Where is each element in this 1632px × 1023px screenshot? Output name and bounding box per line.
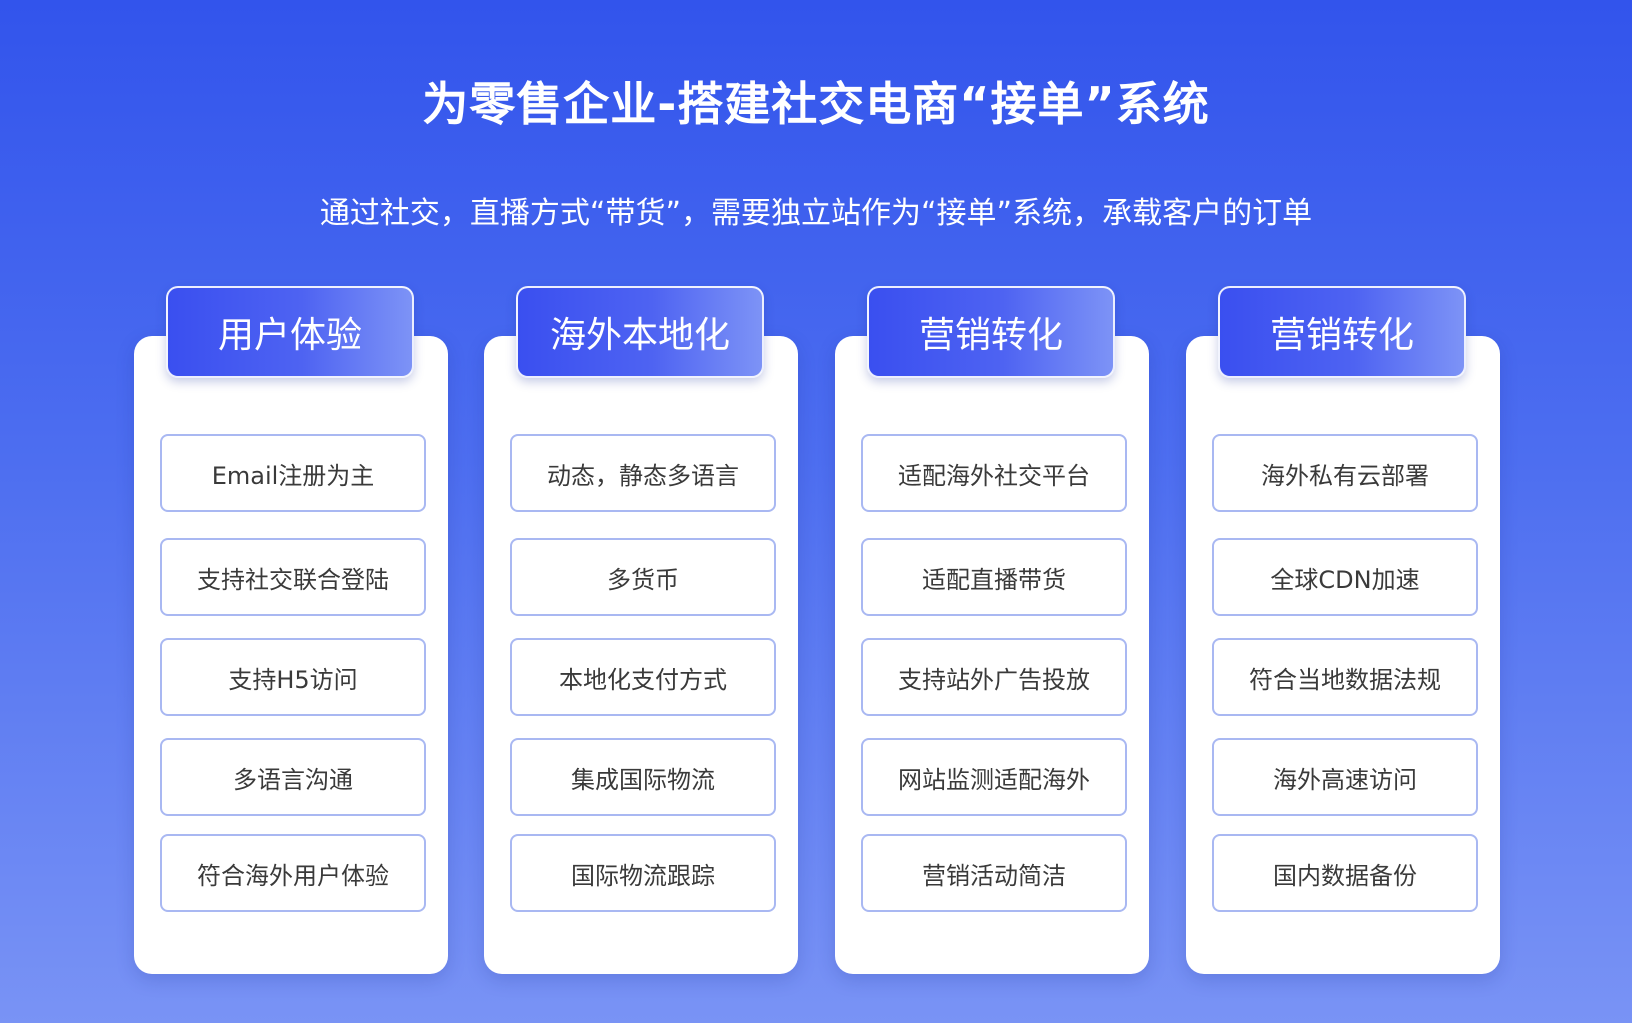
column-marketing: 营销转化 适配海外社交平台 适配直播带货 支持站外广告投放 网站监测适配海外 营… (835, 286, 1149, 974)
feature-item: 海外私有云部署 (1212, 434, 1478, 512)
column-marketing-2: 营销转化 海外私有云部署 全球CDN加速 符合当地数据法规 海外高速访问 国内数… (1186, 286, 1500, 974)
feature-item: 适配直播带货 (861, 538, 1127, 616)
feature-item: Email注册为主 (160, 434, 426, 512)
feature-item: 适配海外社交平台 (861, 434, 1127, 512)
feature-item: 支持社交联合登陆 (160, 538, 426, 616)
feature-item: 海外高速访问 (1212, 738, 1478, 816)
card-heading: 海外本地化 (516, 286, 764, 378)
feature-item: 符合海外用户体验 (160, 834, 426, 912)
column-user-experience: 用户体验 Email注册为主 支持社交联合登陆 支持H5访问 多语言沟通 符合海… (134, 286, 448, 974)
card-heading: 营销转化 (1218, 286, 1466, 378)
feature-card: 营销转化 适配海外社交平台 适配直播带货 支持站外广告投放 网站监测适配海外 营… (835, 286, 1149, 974)
feature-item: 国内数据备份 (1212, 834, 1478, 912)
feature-card: 海外本地化 动态，静态多语言 多货币 本地化支付方式 集成国际物流 国际物流跟踪 (484, 286, 798, 974)
column-localization: 海外本地化 动态，静态多语言 多货币 本地化支付方式 集成国际物流 国际物流跟踪 (484, 286, 798, 974)
feature-item: 全球CDN加速 (1212, 538, 1478, 616)
feature-item: 支持H5访问 (160, 638, 426, 716)
feature-item: 网站监测适配海外 (861, 738, 1127, 816)
feature-item: 多语言沟通 (160, 738, 426, 816)
feature-card: 营销转化 海外私有云部署 全球CDN加速 符合当地数据法规 海外高速访问 国内数… (1186, 286, 1500, 974)
page-subtitle: 通过社交，直播方式“带货”，需要独立站作为“接单”系统，承载客户的订单 (319, 196, 1313, 231)
feature-item: 本地化支付方式 (510, 638, 776, 716)
feature-item: 动态，静态多语言 (510, 434, 776, 512)
feature-item: 营销活动简洁 (861, 834, 1127, 912)
page-title: 为零售企业-搭建社交电商“接单”系统 (422, 77, 1210, 131)
card-heading: 营销转化 (867, 286, 1115, 378)
card-heading: 用户体验 (166, 286, 414, 378)
feature-item: 支持站外广告投放 (861, 638, 1127, 716)
feature-item: 集成国际物流 (510, 738, 776, 816)
feature-item: 多货币 (510, 538, 776, 616)
feature-item: 符合当地数据法规 (1212, 638, 1478, 716)
feature-item: 国际物流跟踪 (510, 834, 776, 912)
feature-card: 用户体验 Email注册为主 支持社交联合登陆 支持H5访问 多语言沟通 符合海… (134, 286, 448, 974)
